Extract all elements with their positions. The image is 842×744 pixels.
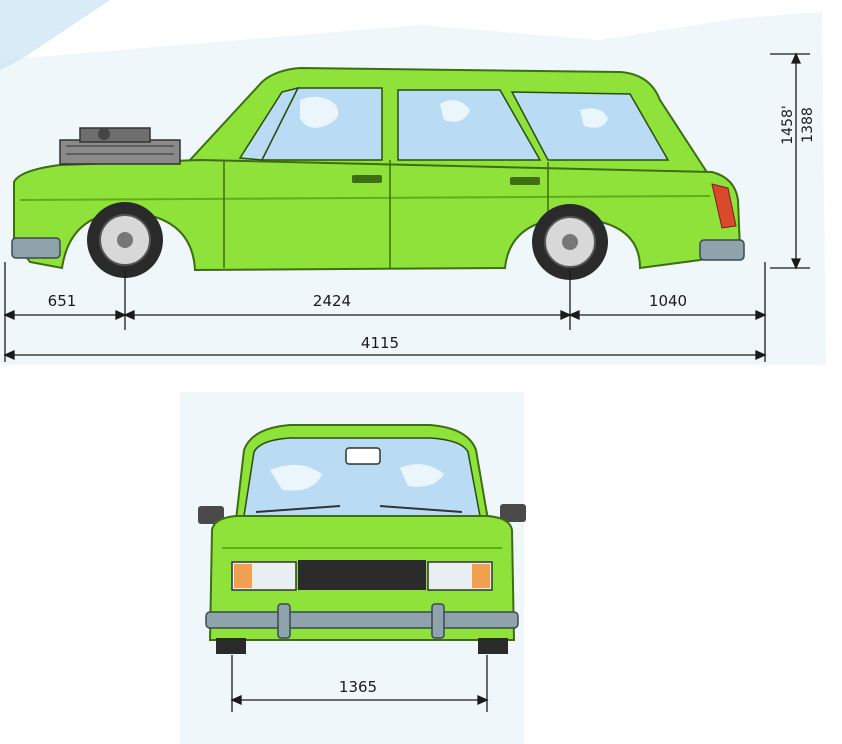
- side-rear-wheel: [532, 204, 608, 280]
- dim-rear-overhang: 1040: [649, 292, 687, 310]
- side-view: 651 2424 1040 4115 1458' 1388: [0, 0, 826, 365]
- side-front-wheel: [87, 202, 163, 278]
- side-window-rear-door: [397, 89, 542, 161]
- front-wipers: [255, 505, 463, 513]
- front-bumper-guard-left: [277, 603, 291, 639]
- front-dimension-lines: [230, 655, 489, 712]
- side-tail-light: [711, 183, 737, 229]
- side-body-crease: [19, 195, 711, 201]
- front-left-tyre: [216, 638, 246, 654]
- front-left-indicator: [234, 564, 252, 588]
- side-engine-block: [59, 127, 181, 165]
- dim-height: 1388: [800, 107, 816, 143]
- front-car-illustration: [198, 424, 526, 654]
- front-rearview-mirror: [345, 447, 381, 465]
- front-right-indicator: [472, 564, 490, 588]
- side-car-illustration: [11, 66, 745, 280]
- dim-front-overhang: 651: [48, 292, 77, 310]
- front-windshield-reflection: [270, 464, 444, 491]
- dim-overall-length: 4115: [361, 334, 399, 352]
- front-left-mirror: [198, 506, 224, 524]
- side-window-reflections: [300, 96, 608, 128]
- front-windshield: [243, 437, 481, 517]
- front-bumper: [205, 611, 519, 629]
- side-dimension-lines: [3, 52, 810, 362]
- front-view: 1365: [180, 392, 526, 744]
- side-sky-streak: [0, 0, 110, 70]
- front-bumper-guard-right: [431, 603, 445, 639]
- side-rear-bumper: [699, 239, 745, 261]
- side-door-handle-front: [352, 175, 382, 183]
- front-right-mirror: [500, 504, 526, 522]
- dim-wheelbase: 2424: [313, 292, 351, 310]
- side-door-handle-rear: [510, 177, 540, 185]
- dim-height-loaded: 1458': [780, 105, 796, 144]
- front-right-tyre: [478, 638, 508, 654]
- dim-track-width: 1365: [339, 678, 377, 696]
- front-grille: [298, 560, 426, 590]
- side-front-bumper: [11, 237, 61, 259]
